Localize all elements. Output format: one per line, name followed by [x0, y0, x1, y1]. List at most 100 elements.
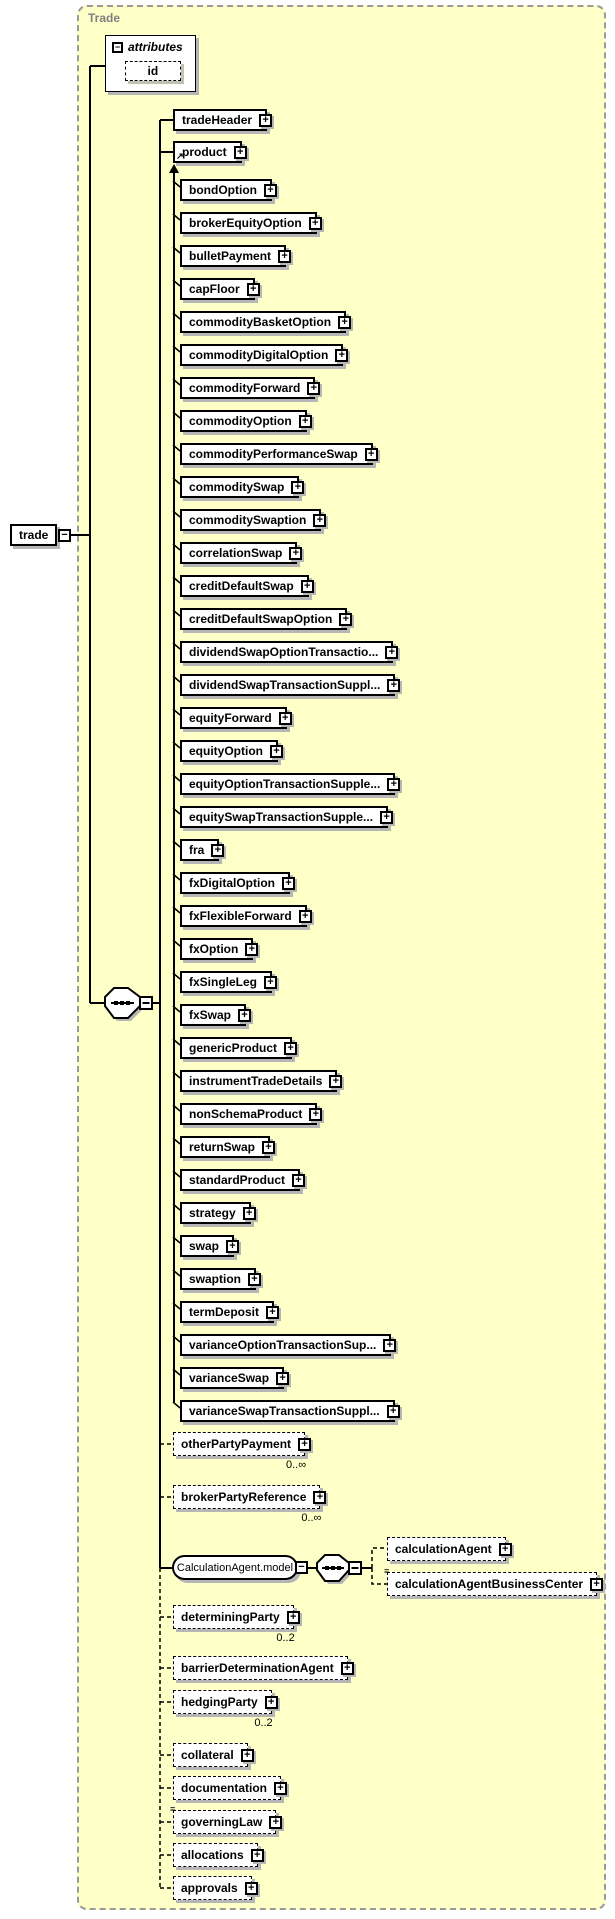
element-instrumentTradeDetails[interactable]: instrumentTradeDetails+: [180, 1070, 343, 1092]
element-equityOptionTransactionSupple[interactable]: equityOptionTransactionSupple...+: [180, 773, 401, 795]
expand-icon[interactable]: +: [340, 1661, 354, 1675]
expand-icon[interactable]: +: [211, 843, 225, 857]
element-bulletPayment[interactable]: bulletPayment+: [180, 245, 292, 267]
element-trade[interactable]: trade: [10, 524, 58, 546]
expand-icon[interactable]: +: [246, 282, 260, 296]
element-bondOption[interactable]: bondOption+: [180, 179, 277, 201]
expand-icon[interactable]: +: [308, 216, 322, 230]
element-commoditySwaption[interactable]: commoditySwaption+: [180, 509, 327, 531]
expand-icon[interactable]: +: [269, 1815, 283, 1829]
expand-icon[interactable]: +: [339, 612, 353, 626]
expand-icon[interactable]: +: [298, 414, 312, 428]
expand-icon[interactable]: +: [226, 1239, 240, 1253]
expand-icon[interactable]: +: [300, 579, 314, 593]
element-commodityBasketOption[interactable]: commodityBasketOption+: [180, 311, 352, 333]
element-dividendSwapOptionTransactio[interactable]: dividendSwapOptionTransactio...+: [180, 641, 399, 663]
element-nonSchemaProduct[interactable]: nonSchemaProduct+: [180, 1103, 323, 1125]
element-commodityDigitalOption[interactable]: commodityDigitalOption+: [180, 344, 349, 366]
expand-icon[interactable]: +: [284, 1041, 298, 1055]
element-creditDefaultSwap[interactable]: creditDefaultSwap+: [180, 575, 314, 597]
expand-icon[interactable]: +: [329, 1074, 343, 1088]
expand-icon[interactable]: +: [387, 678, 401, 692]
expand-icon[interactable]: +: [270, 744, 283, 758]
element-equityOption[interactable]: equityOption+: [180, 740, 283, 762]
expand-icon[interactable]: +: [264, 1695, 278, 1709]
expand-icon[interactable]: +: [262, 1140, 276, 1154]
element-varianceSwapTransactionSuppl[interactable]: varianceSwapTransactionSuppl...+: [180, 1400, 400, 1422]
element-equityForward[interactable]: equityForward+: [180, 707, 292, 729]
element-fra[interactable]: fra+: [180, 839, 225, 861]
element-determiningParty[interactable]: determiningParty+0..2: [173, 1605, 300, 1644]
expand-icon[interactable]: +: [335, 348, 349, 362]
expand-icon[interactable]: +: [313, 1490, 327, 1504]
expand-icon[interactable]: +: [233, 145, 247, 159]
element-brokerEquityOption[interactable]: brokerEquityOption+: [180, 212, 322, 234]
expand-icon[interactable]: +: [380, 810, 394, 824]
element-commodityOption[interactable]: commodityOption+: [180, 410, 312, 432]
expand-icon[interactable]: +: [364, 447, 378, 461]
expand-icon[interactable]: +: [245, 942, 259, 956]
element-barrierDeterminationAgent[interactable]: barrierDeterminationAgent+: [173, 1656, 354, 1680]
element-otherPartyPayment[interactable]: otherPartyPayment+0..∞: [173, 1432, 312, 1471]
expand-icon[interactable]: +: [298, 909, 312, 923]
expand-icon[interactable]: +: [263, 183, 277, 197]
expand-icon[interactable]: +: [385, 645, 399, 659]
expand-icon[interactable]: +: [282, 876, 295, 890]
collapse-icon[interactable]: −: [295, 1561, 308, 1574]
expand-icon[interactable]: +: [286, 1610, 300, 1624]
expand-icon[interactable]: +: [298, 1437, 312, 1451]
model-group-calculation-agent[interactable]: CalculationAgent.model: [172, 1555, 298, 1580]
expand-icon[interactable]: +: [289, 546, 303, 560]
element-fxFlexibleForward[interactable]: fxFlexibleForward+: [180, 905, 312, 927]
expand-icon[interactable]: +: [291, 480, 305, 494]
collapse-icon[interactable]: −: [58, 529, 71, 542]
element-termDeposit[interactable]: termDeposit+: [180, 1301, 280, 1323]
element-creditDefaultSwapOption[interactable]: creditDefaultSwapOption+: [180, 608, 353, 630]
element-swap[interactable]: swap+: [180, 1235, 240, 1257]
attributes-header[interactable]: − attributes: [112, 40, 183, 54]
expand-icon[interactable]: +: [242, 1206, 256, 1220]
element-commoditySwap[interactable]: commoditySwap+: [180, 476, 305, 498]
expand-icon[interactable]: +: [386, 1404, 400, 1418]
element-strategy[interactable]: strategy+: [180, 1202, 256, 1224]
expand-icon[interactable]: +: [250, 1848, 264, 1862]
element-approvals[interactable]: approvals+: [173, 1876, 258, 1900]
element-tradeHeader[interactable]: tradeHeader +: [173, 109, 273, 131]
expand-icon[interactable]: +: [276, 1371, 290, 1385]
expand-icon[interactable]: +: [307, 381, 321, 395]
expand-icon[interactable]: +: [278, 249, 292, 263]
expand-icon[interactable]: +: [292, 1173, 306, 1187]
expand-icon[interactable]: +: [259, 113, 273, 127]
expand-icon[interactable]: +: [238, 1008, 252, 1022]
expand-icon[interactable]: +: [309, 1107, 323, 1121]
element-varianceSwap[interactable]: varianceSwap+: [180, 1367, 290, 1389]
expand-icon[interactable]: +: [387, 777, 401, 791]
expand-icon[interactable]: +: [338, 315, 352, 329]
expand-icon[interactable]: +: [313, 513, 327, 527]
element-fxDigitalOption[interactable]: fxDigitalOption+: [180, 872, 295, 894]
element-brokerPartyReference[interactable]: brokerPartyReference+0..∞: [173, 1485, 327, 1524]
element-returnSwap[interactable]: returnSwap+: [180, 1136, 276, 1158]
element-fxSwap[interactable]: fxSwap+: [180, 1004, 252, 1026]
collapse-icon[interactable]: −: [112, 41, 123, 53]
expand-icon[interactable]: +: [244, 1881, 258, 1895]
element-calculationAgentBusinessCenter[interactable]: ≡ calculationAgentBusinessCenter +: [384, 1567, 604, 1596]
expand-icon[interactable]: +: [278, 711, 292, 725]
expand-icon[interactable]: +: [498, 1542, 512, 1556]
element-standardProduct[interactable]: standardProduct+: [180, 1169, 306, 1191]
element-correlationSwap[interactable]: correlationSwap+: [180, 542, 303, 564]
expand-icon[interactable]: +: [264, 975, 278, 989]
element-capFloor[interactable]: capFloor+: [180, 278, 260, 300]
element-hedgingParty[interactable]: hedgingParty+0..2: [173, 1690, 278, 1729]
element-collateral[interactable]: collateral+: [173, 1743, 254, 1767]
element-documentation[interactable]: documentation+: [173, 1776, 287, 1800]
element-equitySwapTransactionSupple[interactable]: equitySwapTransactionSupple...+: [180, 806, 394, 828]
expand-icon[interactable]: +: [240, 1748, 254, 1762]
element-product[interactable]: ↗ product +: [173, 141, 247, 163]
expand-icon[interactable]: +: [274, 1781, 287, 1795]
expand-icon[interactable]: +: [590, 1577, 604, 1591]
element-commodityPerformanceSwap[interactable]: commodityPerformanceSwap+: [180, 443, 378, 465]
expand-icon[interactable]: +: [248, 1272, 262, 1286]
element-fxOption[interactable]: fxOption+: [180, 938, 259, 960]
element-governingLaw[interactable]: ≡governingLaw+: [170, 1805, 283, 1834]
